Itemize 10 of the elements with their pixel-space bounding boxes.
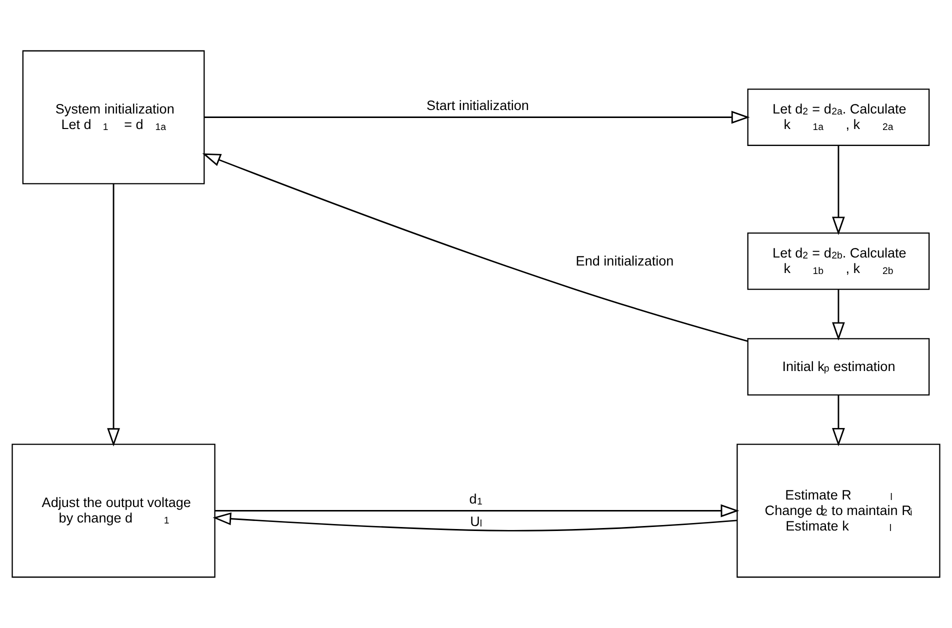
- arrow: [107, 184, 120, 447]
- edge-label: End initialization: [576, 253, 674, 268]
- arrow: [832, 146, 845, 236]
- arrow: [212, 512, 737, 532]
- arrow: [832, 289, 845, 341]
- arrow: [204, 110, 750, 124]
- arrow: [215, 504, 740, 518]
- arrow: [832, 395, 845, 446]
- arrow: [202, 153, 748, 342]
- edge-label: Start initialization: [426, 98, 529, 114]
